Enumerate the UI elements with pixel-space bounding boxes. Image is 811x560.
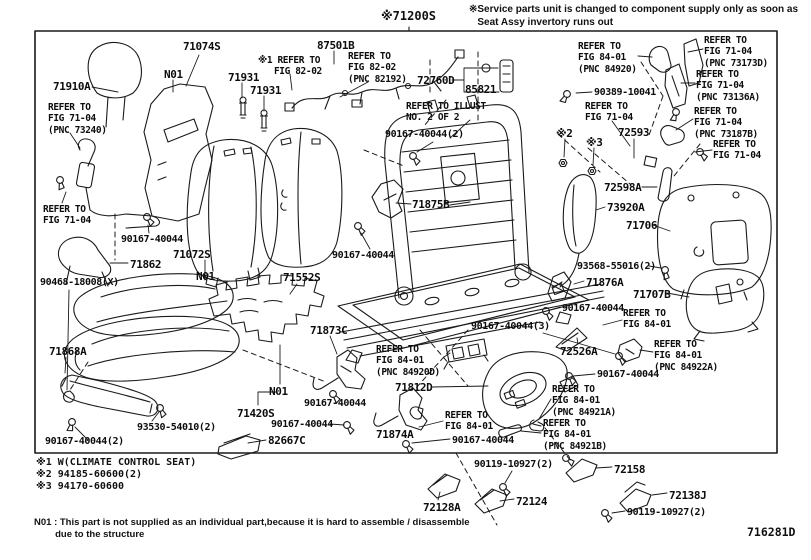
part-label: 71873C: [310, 324, 348, 337]
part-label: 71812D: [395, 381, 433, 394]
part-label: REFER TO FIG 84-01: [623, 308, 671, 331]
n01-note: N01 : This part is not supplied as an in…: [34, 517, 470, 541]
cushion-pad-art: [208, 274, 325, 343]
part-label: 72760D: [417, 74, 455, 87]
part-label: 72593: [618, 126, 650, 139]
part-label: 93568-55016(2): [577, 261, 656, 272]
part-label: REFER TO FIG 71-04 (PNC 73136A): [696, 69, 760, 103]
recline-cover-art: [482, 351, 579, 429]
seatback-board-art: [657, 184, 772, 301]
part-label: 71420S: [237, 407, 275, 420]
part-label: REFER TO FIG 71-04 (PNC 73240): [48, 102, 107, 136]
part-label: 71931: [228, 71, 260, 84]
part-label: REFER TO FIG 71-04: [585, 101, 633, 124]
footnote-3: ※3 94170-60600: [36, 481, 124, 492]
part-label: N01: [164, 68, 183, 81]
part-label: 90389-10041: [594, 87, 656, 98]
part-label: REFER TO FIG 71-04: [43, 204, 91, 227]
part-label: 90468-18008(X): [40, 277, 119, 288]
diagram-border: [34, 30, 778, 454]
part-label: 72158: [614, 463, 646, 476]
part-label: N01: [269, 385, 288, 398]
part-label: 90167-40044(2): [385, 129, 464, 140]
part-label: REFER TO FIG 71-04 (PNC 73173D): [704, 35, 768, 69]
part-label: REFER TO FIG 84-01 (PNC 84922A): [654, 339, 718, 373]
part-label: 71876A: [586, 276, 624, 289]
part-label: 71931: [250, 84, 282, 97]
part-label: 71874A: [376, 428, 414, 441]
front-shield-art: [60, 374, 159, 417]
part-label: 90167-40044: [597, 369, 659, 380]
figure-part-number: ※71200S: [381, 9, 437, 23]
bottom-shields-art: [427, 452, 652, 514]
part-label: REFER TO FIG 84-01 (PNC 84920): [578, 41, 637, 75]
part-label: 71706: [626, 219, 658, 232]
part-label: 90119-10927(2): [627, 507, 706, 518]
leader-lines: [61, 48, 713, 514]
part-label: 90167-40044: [121, 234, 183, 245]
headrest-art: [87, 42, 142, 128]
part-label: 90167-40044: [562, 303, 624, 314]
part-label: N01: [196, 270, 215, 283]
part-label: 71868A: [49, 345, 87, 358]
right-brackets-art: [558, 38, 710, 202]
part-label: 71707B: [633, 288, 671, 301]
part-label: REFER TO FIG 84-01: [445, 410, 493, 433]
part-label: REFER TO FIG 82-02 (PNC 82192): [348, 51, 407, 85]
footnote-2: ※2 94185-60600(2): [36, 469, 143, 480]
part-label: 72128A: [423, 501, 461, 514]
seat-frame-art: [337, 94, 605, 364]
seat-cushion-art: [63, 273, 240, 382]
part-label: 71910A: [53, 80, 91, 93]
part-label: 82667C: [268, 434, 306, 447]
part-label: 90119-10927(2): [474, 459, 553, 470]
part-label: 72526A: [560, 345, 598, 358]
part-label: 71074S: [183, 40, 221, 53]
part-label: REFER TO ILLUST NO. 2 OF 2: [406, 101, 486, 124]
part-label: 90167-40044: [452, 435, 514, 446]
part-label: 87501B: [317, 39, 355, 52]
part-label: 71552S: [283, 271, 321, 284]
part-label: REFER TO FIG 84-01 (PNC 84921B): [543, 418, 607, 452]
part-label: 72598A: [604, 181, 642, 194]
part-label: REFER TO FIG 71-04: [713, 139, 761, 162]
part-label: 71072S: [173, 248, 211, 261]
part-label: 73920A: [607, 201, 645, 214]
part-label: REFER TO FIG 84-01 (PNC 84920D): [376, 344, 440, 378]
part-label: REFER TO FIG 84-01 (PNC 84921A): [552, 384, 616, 418]
part-label: 71862: [130, 258, 162, 271]
document-number: 716281D: [747, 525, 796, 539]
part-label: ※2: [556, 127, 573, 140]
part-label: 72138J: [669, 489, 707, 502]
rear-seatback-art: [260, 127, 343, 268]
part-label: 90167-40044(3): [471, 321, 550, 332]
front-seatback-art: [186, 138, 279, 288]
part-label: 90167-40044(2): [45, 436, 124, 447]
lower-board-art: [685, 268, 765, 342]
service-note: ※Service parts unit is changed to compon…: [469, 4, 799, 28]
part-label: 90167-40044: [304, 398, 366, 409]
part-label: 72124: [516, 495, 548, 508]
part-label: REFER TO FIG 71-04 (PNC 73187B): [694, 106, 758, 140]
part-label: 85821: [465, 83, 497, 96]
part-label: ※1 REFER TO FIG 82-02: [258, 55, 322, 78]
part-label: 93530-54010(2): [137, 422, 216, 433]
seatback-pad-art: [143, 83, 214, 222]
part-label: 71875B: [412, 198, 450, 211]
part-label: 90167-40044: [271, 419, 333, 430]
footnote-1: ※1 W(CLIMATE CONTROL SEAT): [36, 457, 197, 468]
construction-lines: [69, 51, 701, 526]
part-label: 90167-40044: [332, 250, 394, 261]
part-label: ※3: [586, 136, 603, 149]
wiring-harness-art: [284, 49, 465, 112]
